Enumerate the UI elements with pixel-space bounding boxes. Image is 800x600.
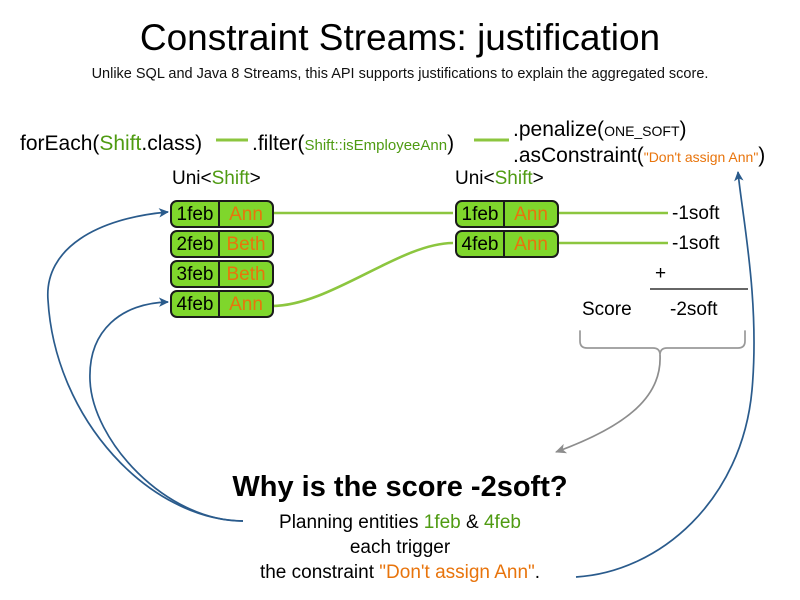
as-constraint-suffix: )	[758, 144, 766, 167]
explanation-constraint-name: "Don't assign Ann"	[379, 562, 535, 583]
score-impact-1: -1soft	[672, 203, 720, 224]
stream-type-label-right: Uni<Shift>	[455, 167, 544, 190]
shift-date: 3feb	[172, 262, 220, 286]
explanation-line-3: the constraint "Don't assign Ann".	[0, 561, 800, 585]
as-constraint-argument: "Don't assign Ann"	[643, 149, 759, 165]
for-each-prefix: forEach(	[20, 132, 100, 155]
page-subtitle: Unlike SQL and Java 8 Streams, this API …	[91, 66, 709, 82]
shift-date: 1feb	[172, 202, 220, 226]
code-penalize: .penalize(ONE_SOFT)	[513, 117, 687, 144]
filter-suffix: )	[447, 132, 455, 155]
for-each-type: Shift	[99, 132, 142, 155]
score-impact-2: -1soft	[672, 233, 720, 254]
shift-employee: Ann	[229, 293, 263, 315]
shift-employee: Ann	[514, 233, 548, 255]
table-row[interactable]: 4feb Ann	[455, 230, 559, 258]
uni-right-prefix: Uni<	[455, 168, 495, 189]
as-constraint-prefix: .asConstraint(	[513, 144, 644, 167]
filter-argument: Shift::isEmployeeAnn	[304, 137, 448, 154]
sum-operator: +	[655, 263, 667, 284]
brace-to-explanation-arrow	[555, 354, 661, 454]
filter-prefix: .filter(	[252, 132, 305, 155]
explanation-line-2: each trigger	[349, 537, 451, 558]
fact-table-source: 1feb Ann 2feb Beth 3feb Beth 4feb Ann	[170, 200, 274, 318]
shift-employee: Beth	[226, 233, 266, 255]
shift-date: 2feb	[172, 232, 220, 256]
score-brace	[579, 330, 746, 356]
explanation-line1-joiner: &	[460, 512, 484, 533]
code-for-each: forEach(Shift.class)	[20, 131, 202, 156]
fact-table-filtered: 1feb Ann 4feb Ann	[455, 200, 559, 258]
penalize-suffix: )	[679, 118, 687, 141]
score-label: Score	[582, 299, 632, 320]
uni-right-generic: Shift	[494, 168, 533, 189]
uni-left-generic: Shift	[211, 168, 250, 189]
explanation-line1-lead: Planning entities	[279, 512, 424, 533]
stream-link-4feb	[271, 241, 454, 308]
uni-right-suffix: >	[532, 168, 544, 189]
shift-date: 1feb	[457, 202, 505, 226]
penalize-argument: ONE_SOFT	[604, 123, 680, 139]
code-as-constraint: .asConstraint("Don't assign Ann")	[513, 143, 765, 170]
shift-employee: Ann	[229, 203, 263, 225]
for-each-suffix: .class)	[141, 132, 203, 155]
uni-left-prefix: Uni<	[172, 168, 212, 189]
stream-type-label-left: Uni<Shift>	[172, 167, 261, 190]
score-total: -2soft	[670, 299, 718, 320]
explanation-heading: Why is the score -2soft?	[232, 471, 568, 503]
explanation-line3-tail: .	[534, 562, 541, 583]
uni-left-suffix: >	[249, 168, 261, 189]
shift-date: 4feb	[172, 292, 220, 316]
explanation-entity-b: 4feb	[483, 512, 521, 533]
page-title: Constraint Streams: justification	[139, 17, 661, 58]
shift-employee: Ann	[514, 203, 548, 225]
code-filter: .filter(Shift::isEmployeeAnn)	[252, 131, 454, 158]
explanation-entity-a: 1feb	[423, 512, 461, 533]
penalize-prefix: .penalize(	[513, 118, 605, 141]
table-row[interactable]: 4feb Ann	[170, 290, 274, 318]
shift-date: 4feb	[457, 232, 505, 256]
table-row[interactable]: 1feb Ann	[455, 200, 559, 228]
explanation-line3-lead: the constraint	[259, 562, 380, 583]
table-row[interactable]: 2feb Beth	[170, 230, 274, 258]
table-row[interactable]: 3feb Beth	[170, 260, 274, 288]
table-row[interactable]: 1feb Ann	[170, 200, 274, 228]
explanation-line-1: Planning entities 1feb & 4feb	[0, 511, 800, 535]
shift-employee: Beth	[226, 263, 266, 285]
sum-rule-divider	[650, 288, 748, 290]
